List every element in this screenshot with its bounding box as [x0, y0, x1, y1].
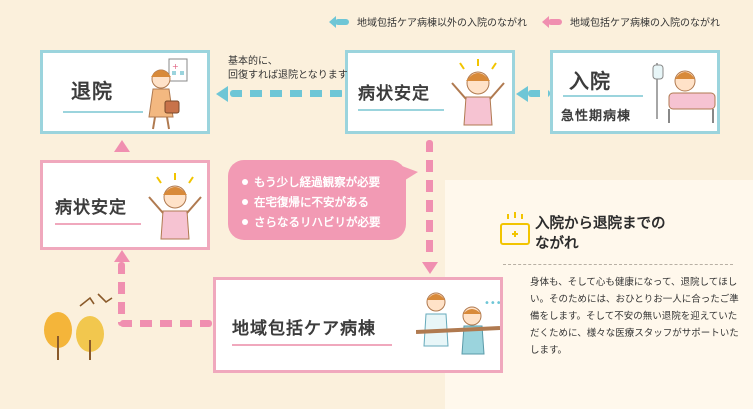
- stable-left-box: 病状安定: [40, 160, 210, 250]
- discharge-note-line1: 基本的に、: [228, 56, 278, 67]
- info-title: 入院から退院までの ながれ: [535, 214, 666, 254]
- stable-top-box: 病状安定: [345, 50, 515, 134]
- reason-item: もう少し経過観察が必要: [242, 172, 406, 192]
- tree-icon: [44, 312, 104, 360]
- bullet-icon: [242, 199, 248, 205]
- arrowhead-up: [114, 140, 130, 152]
- bird-icon: [79, 293, 113, 307]
- reason-text: もう少し経過観察が必要: [254, 175, 381, 189]
- discharge-note-line2: 回復すれば退院となります: [228, 70, 348, 81]
- reason-text: さらなるリハビリが必要: [254, 215, 381, 229]
- legend-outside: 地域包括ケア病棟以外の入院のながれ: [329, 14, 527, 29]
- admission-subtitle: 急性期病棟: [561, 109, 632, 124]
- happy-patient-illustration: [148, 173, 202, 240]
- community-ward-title: 地域包括ケア病棟: [232, 319, 376, 339]
- flow-arrow-stable-to-discharge: [230, 90, 344, 97]
- rehab-illustration: •••: [416, 292, 500, 355]
- reason-text: 在宅復帰に不安がある: [254, 195, 369, 209]
- stable-top-title: 病状安定: [358, 84, 430, 104]
- flow-arrow-vertical: [118, 262, 125, 326]
- svg-text:+: +: [172, 62, 179, 71]
- blue-arrow-icon: [329, 15, 349, 28]
- patient-leaving-illustration: +: [148, 58, 188, 130]
- reasons-bubble: もう少し経過観察が必要 在宅復帰に不安がある さらなるリハビリが必要: [228, 160, 418, 240]
- arrowhead-left: [216, 86, 228, 102]
- reason-item: 在宅復帰に不安がある: [242, 192, 406, 212]
- arrowhead-up: [114, 250, 130, 262]
- info-title-line2: ながれ: [535, 236, 579, 252]
- bullet-icon: [242, 219, 248, 225]
- arrowhead-left: [516, 86, 528, 102]
- community-ward-box: 地域包括ケア病棟 •••: [213, 277, 503, 373]
- info-divider: [503, 264, 733, 265]
- admission-title: 入院: [569, 69, 611, 93]
- info-body: 身体も、そして心も健康になって、退院してほしい。そのためには、おひとりお一人に合…: [530, 277, 739, 356]
- svg-text:•••: •••: [484, 298, 500, 309]
- legend-outside-label: 地域包括ケア病棟以外の入院のながれ: [357, 18, 527, 29]
- arrowhead-down: [422, 262, 438, 274]
- legend-inside-label: 地域包括ケア病棟の入院のながれ: [570, 18, 720, 29]
- discharge-note: 基本的に、 回復すれば退院となります: [228, 55, 348, 83]
- admission-box: 入院 急性期病棟: [550, 50, 720, 134]
- flow-arrow-admission-to-stable: [528, 90, 550, 97]
- discharge-box: 退院 +: [40, 50, 210, 134]
- info-title-line1: 入院から退院までの: [535, 216, 666, 232]
- discharge-title: 退院: [71, 79, 113, 103]
- admission-underline: [563, 95, 643, 97]
- flow-arrow-community-to-stable: [120, 320, 212, 327]
- flow-arrow-to-community-ward: [426, 140, 433, 260]
- community-ward-underline: [232, 344, 392, 346]
- discharge-underline: [63, 111, 143, 113]
- pink-arrow-icon: [542, 15, 562, 28]
- stable-left-underline: [55, 223, 141, 225]
- reason-item: さらなるリハビリが必要: [242, 212, 406, 232]
- bullet-icon: [242, 179, 248, 185]
- stable-top-underline: [358, 109, 444, 111]
- happy-patient-illustration: [451, 59, 505, 126]
- patient-in-bed-illustration: [652, 63, 716, 123]
- stable-left-title: 病状安定: [55, 198, 127, 218]
- first-aid-kit-icon: [500, 212, 530, 245]
- legend-inside: 地域包括ケア病棟の入院のながれ: [542, 14, 720, 29]
